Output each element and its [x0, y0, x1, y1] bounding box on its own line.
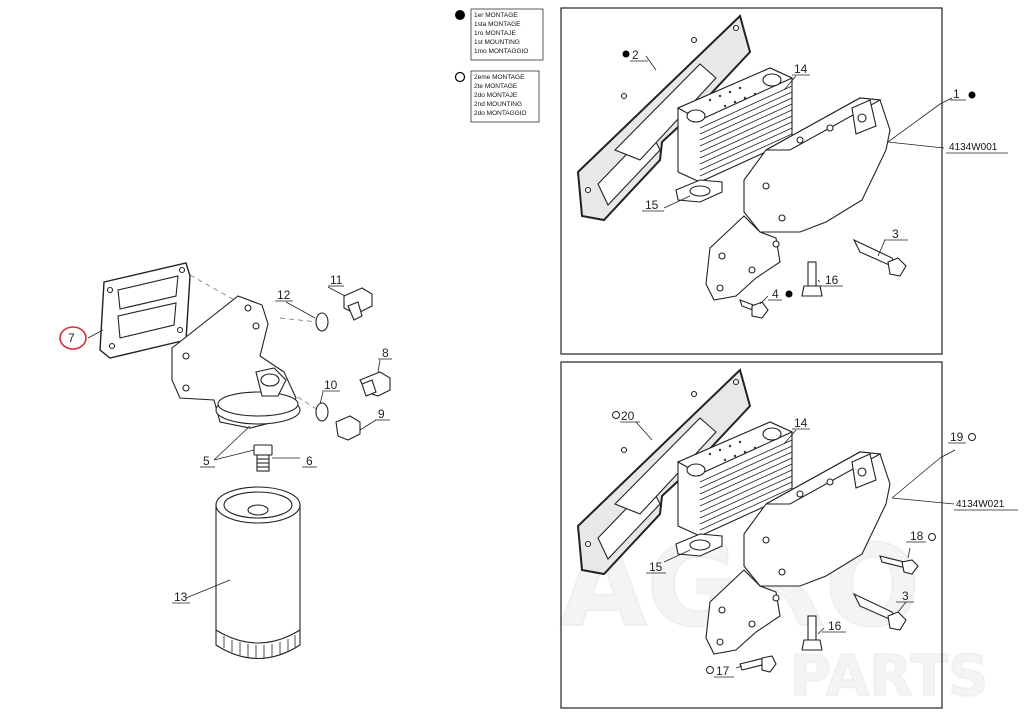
cooler-housing-part-19[interactable] — [705, 451, 891, 655]
bolt-part-16[interactable] — [801, 261, 823, 297]
filled-circle-icon — [785, 290, 793, 298]
o-ring-part-10[interactable] — [315, 402, 329, 422]
gasket-part-2[interactable] — [576, 14, 752, 222]
open-circle-icon — [928, 533, 936, 541]
open-circle-icon — [612, 411, 620, 419]
legend-second-mounting: 2eme MONTAGE 2te MONTAGE 2do MONTAJE 2nd… — [454, 70, 540, 123]
gasket-part-15-b[interactable] — [675, 533, 723, 557]
bottom-callout-20[interactable]: 20 — [621, 409, 635, 423]
bottom-callout-3[interactable]: 3 — [902, 589, 909, 603]
bottom-callout-19[interactable]: 19 — [950, 430, 964, 444]
gasket-part-7[interactable] — [99, 262, 191, 359]
top-callout-1[interactable]: 1 — [953, 87, 960, 101]
legend-1-line-1: 1er MONTAGE — [474, 12, 518, 19]
bolt-part-8[interactable] — [359, 371, 391, 397]
top-part-number: 4134W001 — [949, 142, 998, 153]
cooler-housing-part-1[interactable] — [705, 97, 891, 301]
bottom-callout-14[interactable]: 14 — [794, 416, 808, 430]
threaded-nipple-part-6[interactable] — [253, 444, 273, 472]
plug-part-9[interactable] — [335, 415, 361, 441]
callout-10[interactable]: 10 — [324, 378, 338, 392]
open-circle-icon — [454, 71, 466, 83]
filled-circle-icon — [455, 10, 465, 20]
filter-head-part-5[interactable] — [171, 295, 301, 429]
filled-circle-icon — [622, 50, 630, 58]
bolt-part-3[interactable] — [852, 238, 907, 277]
plug-part-11[interactable] — [343, 287, 373, 321]
top-callout-15[interactable]: 15 — [645, 198, 659, 212]
legend-1-line-5: 1mo MONTAGGIO — [474, 48, 528, 55]
top-callout-14[interactable]: 14 — [794, 62, 808, 76]
legend-1-line-4: 1st MOUNTING — [474, 39, 520, 46]
filled-circle-icon — [968, 91, 976, 99]
bottom-part-number: 4134W021 — [956, 499, 1005, 510]
left-callouts — [87, 286, 381, 599]
bolt-part-17[interactable] — [739, 655, 777, 673]
oil-filter-part-13[interactable] — [215, 486, 301, 660]
watermark-sub: PARTS — [790, 644, 988, 709]
bolt-part-16-b[interactable] — [801, 615, 823, 651]
legend-first-mounting: 1er MONTAGE 1sta MONTAGE 1ro MONTAJE 1st… — [455, 8, 544, 61]
legend-2-line-5: 2do MONTAGGIO — [474, 110, 527, 117]
bottom-callout-17[interactable]: 17 — [716, 664, 730, 678]
left-callout-labels: 7 11 12 8 10 9 5 6 13 — [68, 273, 392, 604]
bottom-assembly-box: 20 14 19 4134W021 15 18 3 16 17 — [560, 361, 1018, 709]
callout-13[interactable]: 13 — [174, 590, 188, 604]
gasket-part-15[interactable] — [675, 179, 723, 203]
callout-8[interactable]: 8 — [382, 346, 389, 360]
left-assembly — [99, 262, 391, 660]
highlight-ring — [59, 326, 87, 350]
bottom-callout-18[interactable]: 18 — [910, 529, 924, 543]
top-callout-4[interactable]: 4 — [772, 287, 779, 301]
legend-1-line-2: 1sta MONTAGE — [474, 21, 521, 28]
bottom-callout-16[interactable]: 16 — [828, 619, 842, 633]
callout-6[interactable]: 6 — [306, 454, 313, 468]
bolt-part-18[interactable] — [879, 555, 919, 575]
callout-11[interactable]: 11 — [330, 273, 343, 287]
top-assembly-box: 2 14 1 4134W001 15 3 16 4 — [560, 7, 1008, 355]
legend-2-line-3: 2do MONTAJE — [474, 92, 518, 99]
callout-9[interactable]: 9 — [378, 407, 385, 421]
callout-12[interactable]: 12 — [277, 288, 291, 302]
gasket-part-20[interactable] — [576, 368, 752, 576]
top-callout-3[interactable]: 3 — [892, 227, 899, 241]
legend-1-line-3: 1ro MONTAJE — [474, 30, 516, 37]
legend-2-line-4: 2nd MOUNTING — [474, 101, 522, 108]
top-callout-16[interactable]: 16 — [825, 273, 839, 287]
legend-2-line-1: 2eme MONTAGE — [474, 74, 525, 81]
top-callout-2[interactable]: 2 — [632, 48, 639, 62]
o-ring-part-12[interactable] — [315, 312, 329, 332]
callout-7[interactable]: 7 — [68, 331, 75, 345]
bolt-part-4[interactable] — [739, 299, 769, 319]
legend-2-line-2: 2te MONTAGE — [474, 83, 518, 90]
open-circle-icon — [706, 666, 714, 674]
bolt-part-3-b[interactable] — [852, 592, 907, 631]
cooler-core-part-14-b[interactable] — [676, 421, 794, 537]
open-circle-icon — [968, 433, 976, 441]
bottom-callout-15[interactable]: 15 — [649, 560, 663, 574]
callout-5[interactable]: 5 — [203, 454, 210, 468]
